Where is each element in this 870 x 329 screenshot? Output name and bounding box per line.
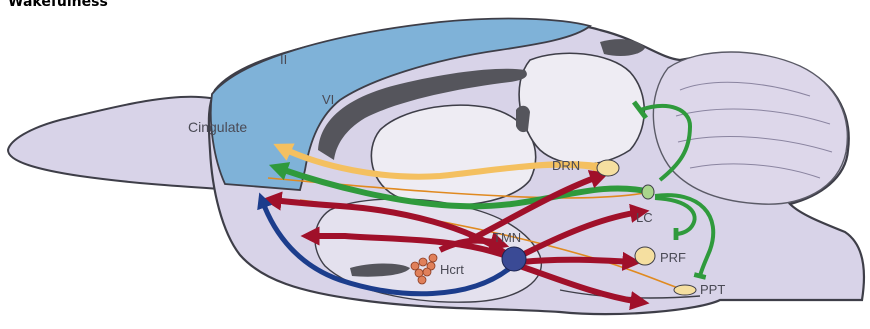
thalamus-region	[371, 105, 535, 205]
tmn-label: TMN	[493, 230, 521, 245]
hcrt-label: Hcrt	[440, 262, 464, 277]
layer-ii-label: II	[280, 52, 287, 67]
midbrain-tract	[516, 106, 530, 132]
ppt-label: PPT	[700, 282, 725, 297]
ppt-nucleus	[674, 285, 696, 295]
midbrain-region	[519, 53, 644, 164]
prf-nucleus	[635, 247, 655, 265]
prf-label: PRF	[660, 250, 686, 265]
drn-nucleus	[597, 160, 619, 176]
drn-label: DRN	[552, 158, 580, 173]
lc-label: LC	[636, 210, 653, 225]
lc-nucleus	[642, 185, 654, 199]
layer-vi-label: VI	[322, 92, 334, 107]
tmn-nucleus	[502, 247, 526, 271]
cingulate-label: Cingulate	[188, 119, 247, 135]
